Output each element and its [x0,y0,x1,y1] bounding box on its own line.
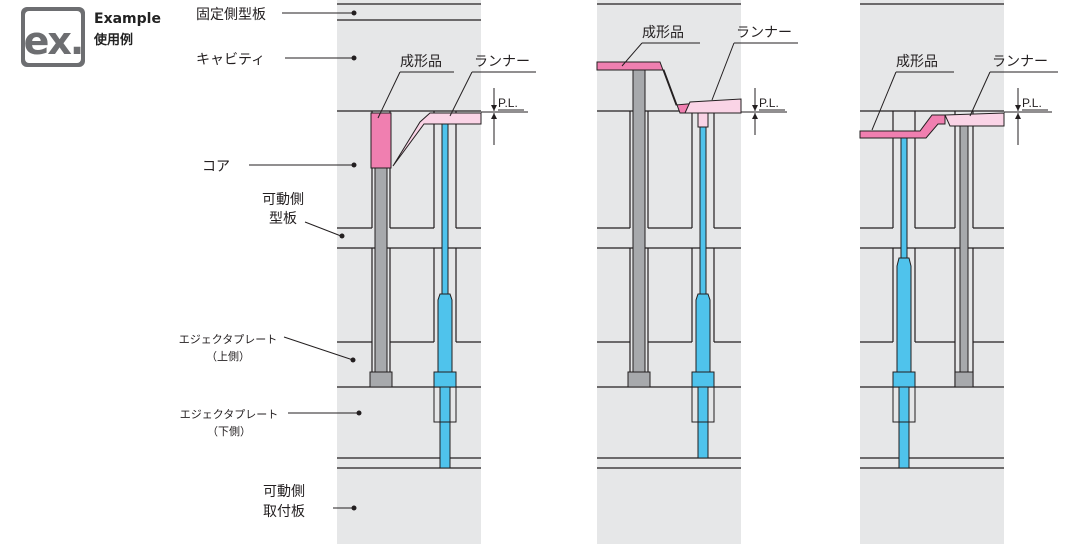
column-2-labels: 成形品 ランナー P.L. [621,24,798,135]
ejector-pin [632,67,646,373]
label-molded-part: 成形品 [400,53,442,69]
column-3-labels: 成形品 ランナー P.L. [871,53,1058,145]
badge-subtitle: 使用例 [94,33,134,48]
label-parting-line: P.L. [759,96,779,110]
label-molded-part: 成形品 [642,24,684,40]
plate-lines [597,3,741,469]
leader-dots [339,10,362,511]
pin-sleeve [892,386,916,423]
label-mount-plate-1: 可動側 [263,483,305,499]
column-1-labels: 成形品 ランナー P.L. [377,53,536,145]
label-cavity: キャビティ [196,51,265,67]
label-parting-line: P.L. [1022,96,1042,110]
ejector-pin-head [954,371,974,388]
runner [392,112,482,167]
ejector-pin-head [627,371,651,388]
label-movable-plate-1: 可動側 [262,191,304,207]
pin-sleeve [433,386,457,423]
ejector-pin-head [369,371,393,388]
mold-column-1 [337,0,482,544]
runner [944,112,1005,127]
ejector-pin [374,167,388,373]
molded-part [370,112,392,169]
label-ejector-lower-2: （下側） [207,425,251,438]
label-runner: ランナー [736,24,792,40]
leader-lines [249,12,359,509]
parting-line-mark [481,88,528,145]
label-runner: ランナー [992,53,1048,69]
mold-column-2 [596,0,742,544]
mold-column-3 [859,0,1005,544]
ejector-pin [959,125,969,373]
label-runner: ランナー [474,53,530,69]
label-fixed-plate: 固定側型板 [196,6,266,22]
badge-inner [25,11,81,63]
mold-body [597,0,741,544]
badge-title: Example [94,11,161,27]
mold-body [337,0,481,544]
label-parting-line: P.L. [498,96,518,110]
example-badge: ex. [21,7,85,67]
label-mount-plate-2: 取付板 [263,503,305,519]
parting-line-mark [1004,88,1052,145]
left-labels: 固定側型板 キャビティ コア 可動側 型板 エジェクタプレート （上側） エジェ… [179,6,305,519]
runner [684,98,742,114]
label-core: コア [202,158,230,174]
runner-ejector-pin [433,123,457,469]
parting-line-mark [741,88,787,135]
runner-sprue [697,112,709,128]
molded-part [859,114,946,139]
pin-sleeve [691,386,715,423]
badge-glyph: ex. [24,19,83,63]
label-ejector-lower-1: エジェクタプレート [180,408,279,421]
label-molded-part: 成形品 [896,53,938,69]
mold-body [860,0,1004,544]
label-ejector-upper-1: エジェクタプレート [179,333,278,346]
label-ejector-upper-2: （上側） [206,350,250,363]
label-movable-plate-2: 型板 [269,210,297,226]
